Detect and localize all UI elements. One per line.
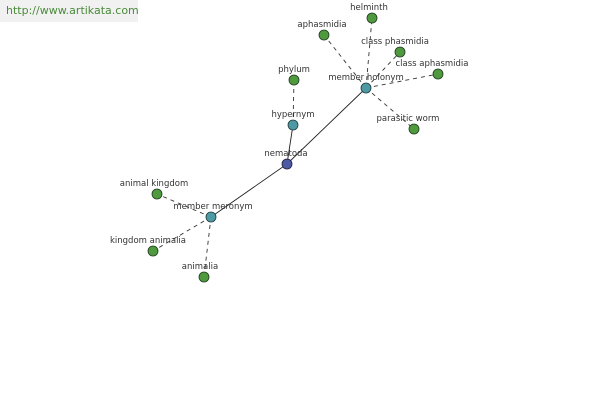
label-class-phasmidia: class phasmidia	[361, 37, 429, 47]
label-helminth: helminth	[350, 3, 388, 13]
node-nematoda[interactable]: nematoda	[264, 149, 308, 170]
node-class-aphasmidia[interactable]: class aphasmidia	[395, 59, 469, 80]
edge-holonym-aphasmidia	[323, 34, 367, 89]
label-class-aphasmidia: class aphasmidia	[395, 59, 468, 69]
node-parasitic-worm[interactable]: parasitic worm	[377, 114, 440, 135]
node-phylum[interactable]: phylum	[278, 65, 310, 86]
edge-nematoda-member-holonym	[286, 87, 367, 165]
node-kingdom-animalia[interactable]: kingdom animalia	[110, 236, 186, 257]
edge-meronym-animalia	[203, 216, 212, 278]
label-aphasmidia: aphasmidia	[297, 20, 346, 30]
node-animalia[interactable]: animalia	[182, 262, 218, 283]
edge-holonym-class-phasmidia	[365, 51, 401, 89]
label-animal-kingdom: animal kingdom	[120, 179, 188, 189]
label-phylum: phylum	[278, 65, 310, 75]
label-member-holonym: member holonym	[328, 73, 403, 83]
node-aphasmidia[interactable]: aphasmidia	[297, 20, 347, 41]
label-animalia: animalia	[182, 262, 218, 272]
node-helminth[interactable]: helminth	[350, 3, 388, 24]
edge-meronym-kingdom-animalia	[152, 216, 212, 252]
label-member-meronym: member meronym	[173, 202, 252, 212]
node-member-holonym[interactable]: member holonym	[328, 73, 404, 94]
label-kingdom-animalia: kingdom animalia	[110, 236, 186, 246]
watermark-url[interactable]: http://www.artikata.com	[0, 0, 139, 22]
label-parasitic-worm: parasitic worm	[377, 114, 440, 124]
edge-holonym-helminth	[365, 17, 373, 89]
label-nematoda: nematoda	[264, 149, 307, 159]
edge-nematoda-hypernym	[286, 124, 294, 165]
node-animal-kingdom[interactable]: animal kingdom	[120, 179, 188, 200]
edge-nematoda-member-meronym	[210, 163, 288, 218]
edge-holonym-parasitic-worm	[365, 87, 415, 130]
node-hypernym[interactable]: hypernym	[271, 110, 315, 131]
node-member-meronym[interactable]: member meronym	[173, 202, 253, 223]
edge-meronym-animal-kingdom	[156, 193, 212, 218]
label-hypernym: hypernym	[271, 110, 314, 120]
node-class-phasmidia[interactable]: class phasmidia	[361, 37, 429, 58]
